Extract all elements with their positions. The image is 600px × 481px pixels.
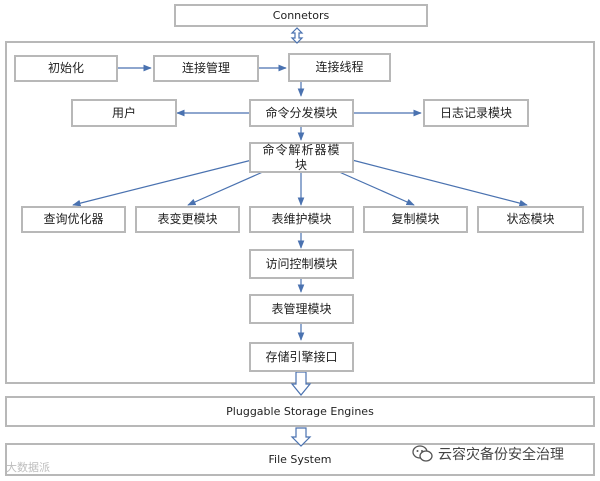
node-query-optimizer: 查询优化器 [21,206,126,233]
storage-engines-layer: Pluggable Storage Engines [5,396,595,427]
wechat-icon [412,445,433,462]
connectors-layer: Connetors [174,4,428,27]
node-access-control: 访问控制模块 [249,249,354,279]
node-table-management: 表管理模块 [249,294,354,324]
hollow-arrow-to-storage [290,371,312,396]
arrow-parser-to-replication [336,170,415,206]
node-command-parser: 命令解析器模块 [249,142,354,173]
node-table-change: 表变更模块 [135,206,240,233]
node-storage-engine-interface: 存储引擎接口 [249,342,354,372]
node-connection-thread: 连接线程 [288,53,391,82]
hollow-arrow-connectors [290,27,304,44]
arrow-parser-to-table-change [187,170,266,206]
node-init: 初始化 [14,55,118,82]
arrow-parser-to-optimizer [72,159,253,207]
node-status: 状态模块 [477,206,584,233]
arrow-parser-to-status [351,159,528,207]
node-log-module: 日志记录模块 [423,99,529,127]
watermark-right-text: 云容灾备份安全治理 [438,447,564,463]
node-replication: 复制模块 [363,206,468,233]
node-command-dispatch: 命令分发模块 [249,99,354,127]
hollow-arrow-to-filesystem [290,427,312,447]
node-connection-management: 连接管理 [153,55,259,82]
node-user: 用户 [71,99,177,127]
node-table-maintenance: 表维护模块 [249,206,354,233]
watermark-left: 大数据派 [6,461,50,474]
watermark-right: 云容灾备份安全治理 [412,444,564,464]
